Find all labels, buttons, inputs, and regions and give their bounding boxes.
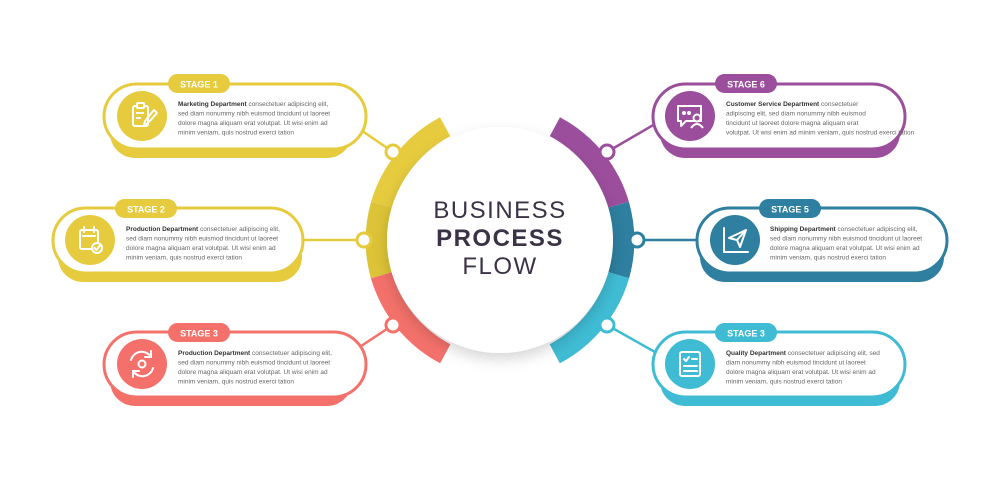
badge-stage-5 bbox=[759, 199, 821, 218]
heading-stage-2: Production Department bbox=[126, 226, 199, 233]
stage-card-2: STAGE 2 Production Department consectetu… bbox=[51, 199, 305, 282]
badge-label-stage-5: STAGE 5 bbox=[771, 205, 809, 215]
center-circle bbox=[387, 127, 613, 353]
stage-card-5: STAGE 5 Shipping Department consectetuer… bbox=[695, 199, 949, 282]
stage-card-3: STAGE 3 Production Department consectetu… bbox=[102, 323, 368, 406]
icon-circle-stage-3b bbox=[665, 339, 715, 389]
dot-stage-6 bbox=[598, 143, 616, 161]
card-stage-3 bbox=[102, 330, 368, 399]
badge-stage-3 bbox=[168, 323, 230, 342]
card-stage-3b bbox=[651, 330, 907, 399]
desc-stage-3b: Quality Department consectetuer adipisci… bbox=[726, 350, 882, 386]
clipboard-pen-icon bbox=[132, 102, 158, 127]
title-line-2: PROCESS bbox=[436, 225, 564, 252]
desc-stage-6: Customer Service Department consectetuer… bbox=[726, 101, 915, 137]
heading-stage-1: Marketing Department bbox=[178, 101, 247, 108]
ring-segment-stage-5 bbox=[608, 201, 635, 279]
heading-stage-5: Shipping Department bbox=[770, 226, 837, 233]
badge-label-stage-1: STAGE 1 bbox=[180, 80, 218, 90]
chat-user-icon bbox=[677, 105, 704, 129]
title-line-1: BUSINESS bbox=[433, 197, 566, 224]
heading-stage-3: Production Department bbox=[178, 350, 251, 357]
connector-stage-3b bbox=[606, 323, 656, 354]
stage-card-1: STAGE 1 Marketing Department consectetue… bbox=[102, 74, 368, 158]
badge-stage-2 bbox=[115, 199, 177, 218]
cycle-arrows-icon bbox=[130, 350, 154, 378]
desc-stage-3: Production Department consectetuer adipi… bbox=[178, 350, 334, 386]
ring-segment-stage-3b bbox=[549, 272, 630, 364]
icon-circle-stage-2 bbox=[65, 215, 115, 265]
checklist-icon bbox=[679, 351, 701, 377]
heading-stage-6: Customer Service Department bbox=[726, 101, 820, 108]
stage-card-6: STAGE 6 Customer Service Department cons… bbox=[651, 74, 915, 158]
badge-label-stage-6: STAGE 6 bbox=[727, 80, 765, 90]
ring-segment-stage-1 bbox=[371, 117, 451, 208]
icon-circle-stage-3 bbox=[117, 339, 167, 389]
desc-stage-1: Marketing Department consectetuer adipis… bbox=[178, 101, 332, 137]
card-stage-1 bbox=[102, 82, 368, 151]
card-stage-6 bbox=[651, 82, 907, 151]
paper-plane-chart-icon bbox=[723, 227, 749, 253]
calendar-check-icon bbox=[79, 226, 103, 254]
card-stage-5 bbox=[695, 206, 949, 275]
dot-stage-2 bbox=[355, 231, 373, 249]
stage-card-3b: STAGE 3 Quality Department consectetuer … bbox=[651, 323, 907, 406]
ring-segment-stage-2 bbox=[365, 201, 392, 279]
heading-stage-3b: Quality Department bbox=[726, 350, 787, 357]
desc-stage-1-text: consectetuer adipiscing elit, bbox=[248, 101, 328, 108]
icon-circle-stage-6 bbox=[665, 91, 715, 141]
title-line-3: FLOW bbox=[462, 253, 537, 280]
badge-label-stage-3b: STAGE 3 bbox=[727, 329, 765, 339]
dot-stage-3 bbox=[384, 316, 402, 334]
badge-stage-1 bbox=[168, 74, 230, 93]
center-ring bbox=[365, 117, 635, 364]
dot-stage-5 bbox=[628, 231, 646, 249]
card-stage-2 bbox=[51, 206, 305, 275]
badge-label-stage-2: STAGE 2 bbox=[127, 205, 165, 215]
icon-circle-stage-1 bbox=[117, 91, 167, 141]
desc-stage-2: Production Department consectetuer adipi… bbox=[126, 226, 282, 262]
badge-stage-6 bbox=[715, 74, 777, 93]
ring-segment-stage-6 bbox=[549, 117, 629, 208]
dot-stage-3b bbox=[598, 316, 616, 334]
ring-segment-stage-3 bbox=[370, 272, 451, 364]
badge-label-stage-3: STAGE 3 bbox=[180, 329, 218, 339]
desc-stage-5: Shipping Department consectetuer adipisc… bbox=[770, 226, 924, 262]
badge-stage-3b bbox=[715, 323, 777, 342]
dot-stage-1 bbox=[384, 143, 402, 161]
connector-stage-6 bbox=[606, 122, 656, 154]
connector-dots bbox=[355, 143, 646, 334]
